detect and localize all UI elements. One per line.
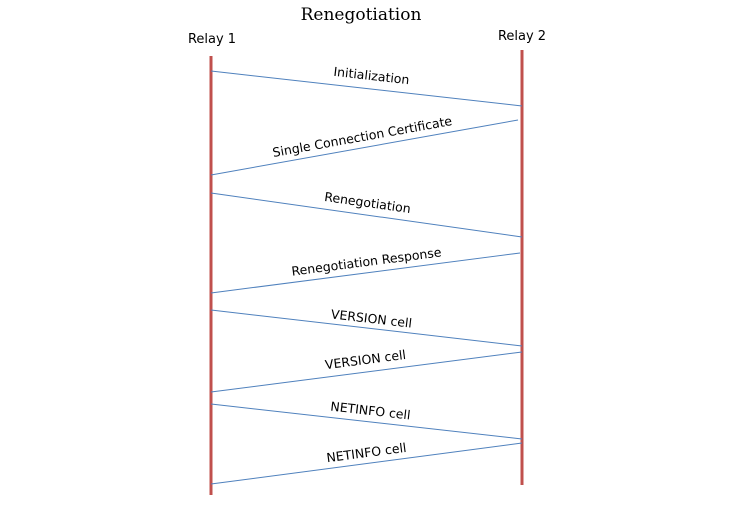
message-line	[210, 192, 523, 238]
message-line	[210, 252, 521, 294]
relay-2-label: Relay 2	[498, 29, 546, 44]
message-label: VERSION cell	[330, 306, 413, 330]
message-line	[210, 442, 523, 485]
message-line	[210, 70, 523, 107]
message-line	[210, 309, 523, 347]
message-line	[210, 403, 523, 440]
relay-1-label: Relay 1	[188, 32, 236, 47]
message-label: Renegotiation	[324, 189, 412, 216]
diagram-title: Renegotiation	[301, 5, 422, 25]
message-line	[210, 119, 519, 176]
message-label: Renegotiation Response	[291, 244, 443, 278]
message-line	[210, 351, 523, 393]
message-label: Initialization	[333, 64, 410, 87]
message-label: NETINFO cell	[326, 440, 408, 465]
